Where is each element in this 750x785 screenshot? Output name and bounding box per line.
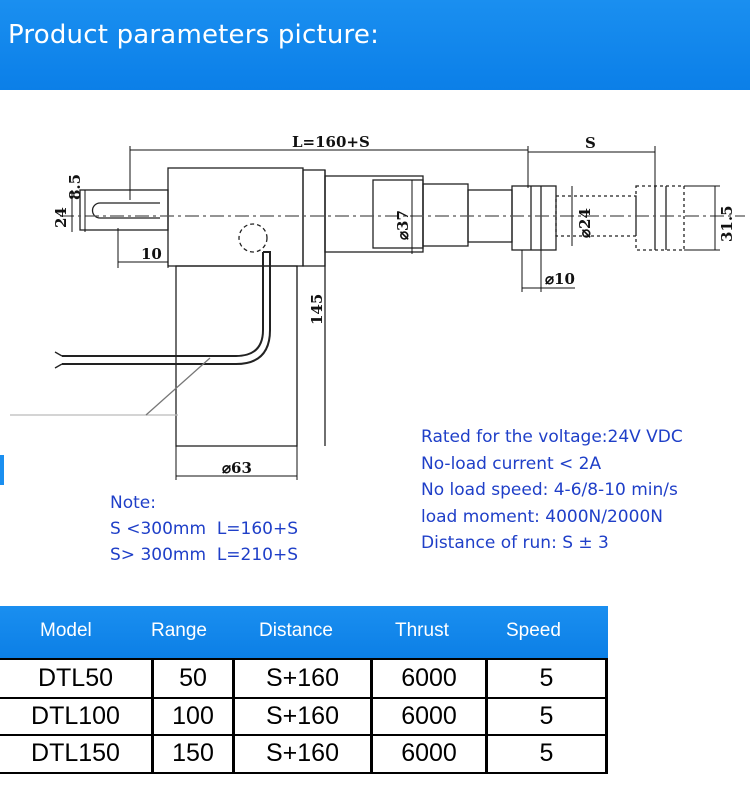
dim-145-label: 145: [308, 294, 326, 325]
rod-end-retracted: [511, 185, 557, 251]
cell-distance: S+160: [266, 664, 339, 692]
dim-d24-label: ⌀24: [576, 208, 594, 238]
spec-current: No-load current < 2A: [421, 453, 602, 474]
dim-d10-label: ⌀10: [545, 270, 575, 288]
cell-speed: 5: [539, 739, 554, 767]
rear-clevis: [79, 189, 169, 231]
spec-speed: No load speed: 4-6/8-10 min/s: [421, 480, 678, 500]
data-table: DTL50 50 S+160 6000 5 DTL100 100 S+160 6…: [0, 658, 608, 774]
header-range: Range: [151, 620, 207, 641]
note-title: Note:: [110, 493, 156, 513]
note-line-2: S> 300mm L=210+S: [110, 545, 299, 565]
cell-model: DTL150: [31, 739, 120, 767]
cell-model: DTL100: [31, 702, 120, 730]
spec-voltage: Rated for the voltage:24V VDC: [421, 427, 683, 447]
cell-distance: S+160: [266, 702, 339, 730]
cell-thrust: 6000: [401, 739, 457, 767]
dim-d37-label: ⌀37: [394, 210, 412, 240]
cell-speed: 5: [539, 702, 554, 730]
header-banner: Product parameters picture:: [0, 0, 750, 90]
motor-hole: [238, 223, 268, 253]
spec-list: Rated for the voltage:24V VDC No-load cu…: [421, 424, 683, 557]
technical-drawing: L=160+S S 8.5 24 10 ⌀37 ⌀24 31.5 ⌀10 145…: [10, 133, 745, 480]
table-header: Model Range Distance Thrust Speed: [0, 606, 608, 658]
dim-length-label: L=160+S: [292, 133, 370, 151]
cell-range: 50: [179, 664, 207, 692]
note-line-1: S <300mm L=160+S: [110, 519, 299, 539]
edge-accent-mark: [0, 455, 4, 485]
header-thrust: Thrust: [395, 620, 449, 641]
dim-10-label: 10: [141, 245, 162, 263]
dim-d63-label: ⌀63: [222, 459, 252, 477]
dim-stroke-label: S: [585, 134, 596, 152]
cable: [62, 251, 271, 365]
dim-8-5-label: 8.5: [66, 174, 84, 200]
cell-distance: S+160: [266, 739, 339, 767]
cell-speed: 5: [539, 664, 554, 692]
cell-thrust: 6000: [401, 702, 457, 730]
header-speed: Speed: [506, 620, 561, 641]
rod-end-extended: [635, 185, 685, 251]
dim-31-5-label: 31.5: [718, 205, 736, 242]
header-distance: Distance: [259, 620, 333, 641]
cell-range: 150: [172, 739, 214, 767]
cell-range: 100: [172, 702, 214, 730]
cell-model: DTL50: [37, 664, 114, 692]
header-model: Model: [40, 620, 92, 641]
spec-run-distance: Distance of run: S ± 3: [421, 533, 609, 553]
spec-load: load moment: 4000N/2000N: [421, 506, 663, 527]
motor-housing-top: [167, 167, 304, 267]
note-block: Note: S <300mm L=160+S S> 300mm L=210+S: [110, 490, 298, 568]
cell-thrust: 6000: [401, 664, 457, 692]
page-title: Product parameters picture:: [8, 20, 380, 50]
dim-24-label: 24: [52, 207, 70, 228]
